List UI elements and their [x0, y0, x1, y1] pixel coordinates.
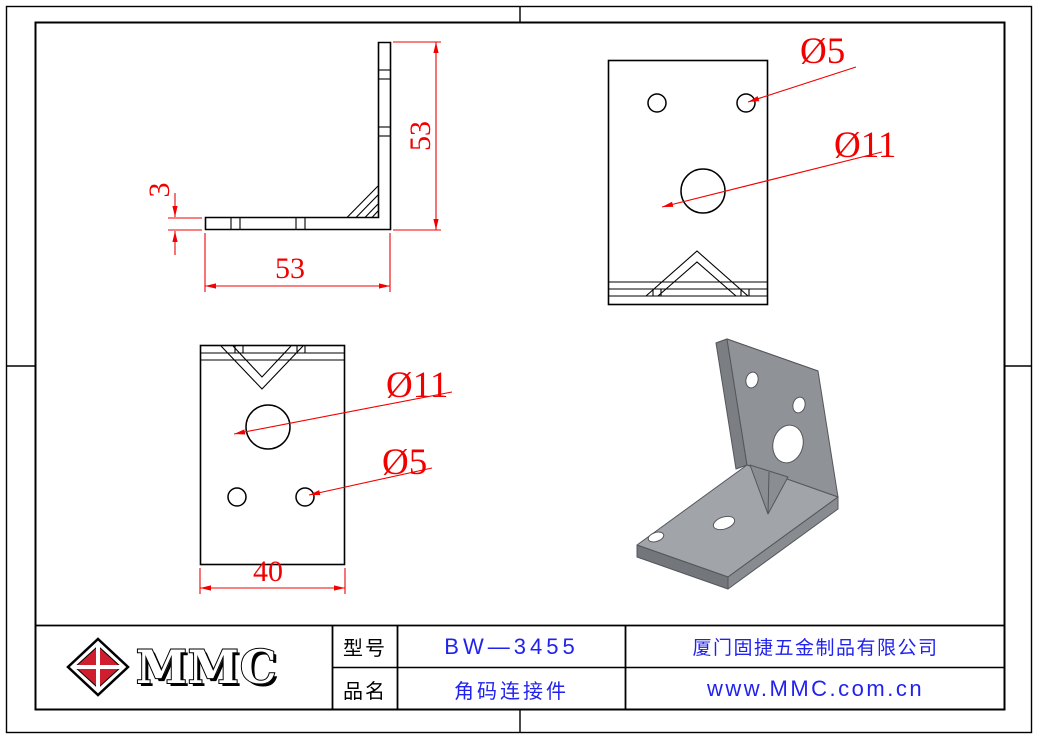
leader-large-hole [233, 391, 453, 435]
back-plate-foot-lines [608, 250, 768, 297]
part-name-label: 品名 [343, 680, 387, 703]
dim-thickness-lines [168, 193, 202, 255]
view-base-plate: Ø11 Ø5 40 [199, 344, 453, 594]
hole-large [680, 168, 726, 214]
label-large-hole: Ø11 [386, 365, 448, 406]
dim-length-lines [204, 233, 391, 292]
part-name-value: 角码连接件 [454, 680, 569, 703]
iso-base-hole-1 [712, 515, 736, 531]
mmc-diamond-logo-icon [66, 637, 130, 697]
label-small-hole: Ø5 [382, 442, 427, 483]
base-plate-head-lines [200, 345, 345, 390]
mmc-logo-text-shadow: MMC [139, 643, 280, 697]
sheet-frame [5, 5, 1033, 734]
leader-small-hole [308, 467, 433, 496]
leader-small-hole [747, 66, 857, 103]
mmc-logo: MMC MMC [40, 627, 330, 707]
dim-height-lines [393, 41, 441, 231]
label-small-hole: Ø5 [800, 31, 845, 72]
hole-section-ticks [230, 69, 391, 230]
iso-gusset-ridge [767, 471, 770, 515]
mmc-logo-canvas: MMC MMC [66, 637, 280, 697]
iso-hole-small-2 [792, 396, 806, 414]
gusset-hatch [346, 185, 379, 218]
iso-hole-large [772, 424, 804, 464]
hole-small-right [295, 487, 315, 507]
hole-small-left [227, 487, 247, 507]
view-isometric [636, 338, 839, 590]
company-website: www.MMC.com.cn [706, 676, 925, 701]
company-name: 厦门固捷五金制品有限公司 [692, 638, 939, 659]
mmc-logo-text: MMC MMC [135, 639, 280, 697]
hole-small-right [736, 93, 756, 113]
iso-base-hole-2 [647, 531, 665, 543]
label-large-hole: Ø11 [834, 125, 896, 166]
view-side-profile: 53 53 3 [143, 41, 441, 292]
dim-thickness-text: 3 [143, 183, 176, 198]
model-value: BW—3455 [444, 633, 579, 659]
dim-width-text: 40 [253, 555, 283, 588]
mmc-logo-text-main: MMC [136, 640, 277, 694]
title-block-grid [35, 624, 1005, 710]
side-profile-outline [204, 41, 392, 231]
dim-width-lines [199, 568, 346, 594]
view-back-plate: Ø5 Ø11 [607, 31, 896, 306]
iso-hole-small-1 [745, 371, 759, 389]
model-label: 型号 [343, 638, 387, 660]
hole-small-left [647, 93, 667, 113]
dim-length-text: 53 [275, 252, 305, 285]
leader-large-hole [661, 151, 883, 208]
iso-base-right-face [727, 496, 839, 590]
base-plate-outline [199, 344, 346, 566]
dim-height-text: 53 [404, 121, 437, 151]
